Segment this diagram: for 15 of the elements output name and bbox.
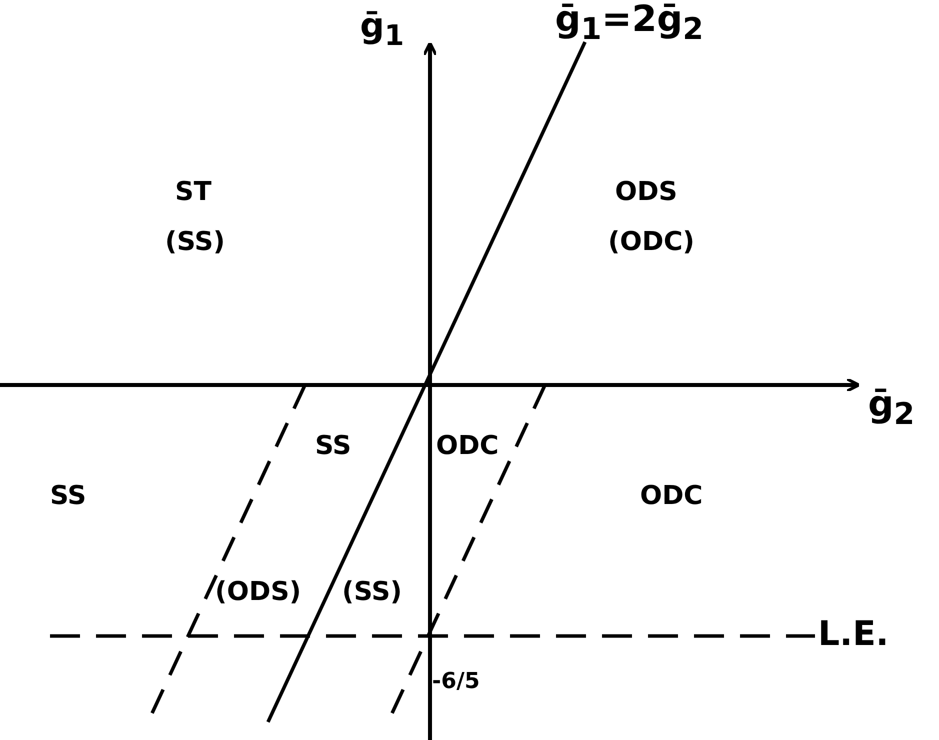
region-label: (ODS) [215, 578, 302, 607]
region-label: ODC [640, 482, 703, 511]
region-label: ST [175, 178, 212, 207]
line-label: ḡ$_{1}$=2ḡ$_{2}$ [555, 0, 704, 46]
region-label: ODC [436, 432, 499, 461]
line-label: L.E. [818, 616, 889, 654]
region-label: SS [50, 482, 86, 511]
region-label: ODS [615, 178, 678, 207]
region-label: SS [315, 432, 352, 461]
axis-label: ḡ$_{2}$ [868, 385, 915, 432]
region-label: (SS) [342, 578, 402, 607]
axis-label: ḡ$_{1}$ [360, 8, 404, 51]
region-label: (SS) [165, 228, 226, 257]
region-label: (ODC) [608, 228, 695, 257]
tick-label: -6/5 [432, 670, 480, 694]
